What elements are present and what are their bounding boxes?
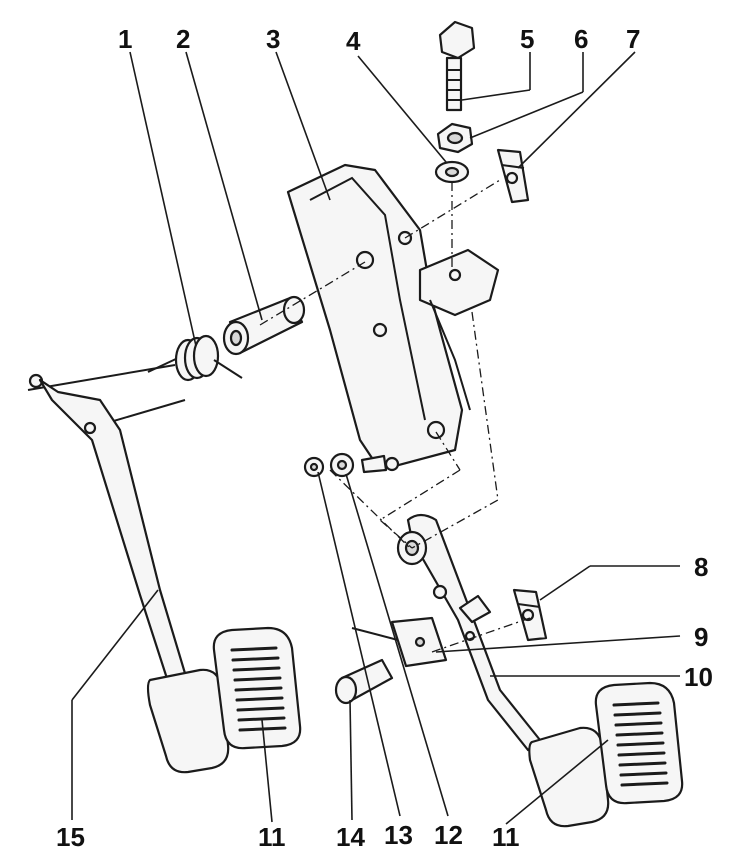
label-2: 2 [176, 24, 190, 54]
label-6: 6 [574, 24, 588, 54]
assembly-axis-lines [259, 179, 531, 653]
label-7: 7 [626, 24, 640, 54]
washer [434, 160, 470, 184]
label-15: 15 [56, 822, 85, 852]
small-washer [303, 456, 325, 478]
right-pedal-lever [396, 513, 610, 828]
label-14: 14 [336, 822, 365, 852]
large-washer [329, 452, 355, 478]
label-10: 10 [684, 662, 713, 692]
spring-clip-lower [512, 588, 548, 642]
label-12: 12 [434, 820, 463, 850]
left-pedal-lever [27, 364, 230, 774]
nut [436, 122, 474, 154]
spring-clip-upper [496, 148, 530, 204]
label-3: 3 [266, 24, 280, 54]
callout-labels: 1 2 3 4 5 6 7 8 9 10 11 11 12 13 14 15 [56, 24, 713, 852]
return-spring [147, 334, 243, 382]
clevis-plate [351, 616, 448, 668]
pedal-bracket [286, 163, 500, 474]
left-pedal-pad [212, 626, 302, 750]
bolt [438, 20, 476, 112]
bushing-sleeve [222, 295, 306, 356]
label-8: 8 [694, 552, 708, 582]
label-4: 4 [346, 26, 361, 56]
right-pedal-pad [594, 681, 684, 805]
label-11-left: 11 [258, 822, 286, 852]
label-13: 13 [384, 820, 413, 850]
leader-lines [71, 51, 681, 825]
label-11-right: 11 [492, 822, 520, 852]
label-1: 1 [118, 24, 132, 54]
label-9: 9 [694, 622, 708, 652]
label-5: 5 [520, 24, 534, 54]
